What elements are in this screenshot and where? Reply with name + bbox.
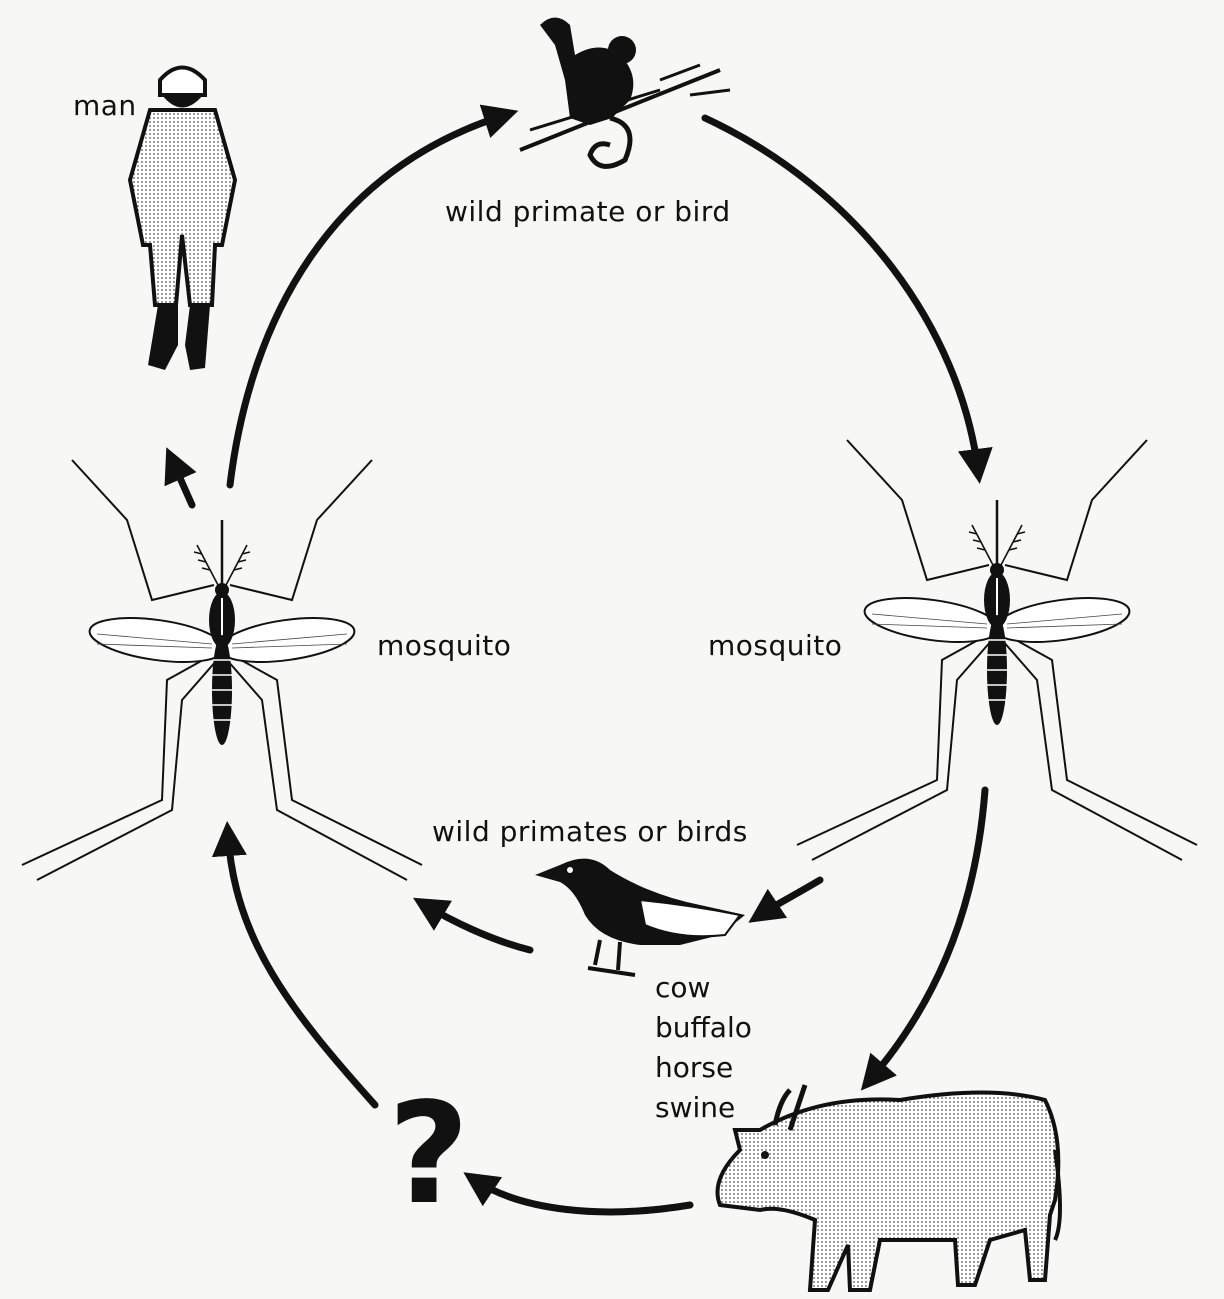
arrow-mosquito-to-cow [870, 790, 985, 1080]
wild-primates-or-birds-label: wild primates or birds [432, 818, 748, 846]
arrow-into-bird [760, 880, 820, 915]
mosquito-icon-right [797, 440, 1197, 860]
question-mark: ? [388, 1085, 469, 1225]
arrow-mosquito-to-man [172, 460, 192, 505]
arrow-primate-to-mosquito [705, 118, 978, 470]
soldier-icon [130, 68, 235, 371]
mosquito-right-label: mosquito [708, 632, 842, 660]
man-label: man [73, 92, 137, 120]
arrow-mosquito-to-primate [230, 115, 505, 485]
host-swine: swine [655, 1088, 752, 1128]
domestic-hosts-list: cow buffalo horse swine [655, 968, 752, 1128]
host-cow: cow [655, 968, 752, 1008]
arrow-cow-to-question [475, 1180, 690, 1212]
monkey-icon [520, 18, 730, 167]
host-buffalo: buffalo [655, 1008, 752, 1048]
cow-icon [718, 1085, 1061, 1290]
host-horse: horse [655, 1048, 752, 1088]
mosquito-icon-left [22, 460, 422, 880]
mosquito-left-label: mosquito [377, 632, 511, 660]
arrow-bird-to-mosquito [425, 905, 530, 950]
arrow-question-to-mosquito [228, 835, 375, 1105]
bird-icon [535, 859, 745, 975]
wild-primate-or-bird-label: wild primate or bird [445, 198, 731, 226]
